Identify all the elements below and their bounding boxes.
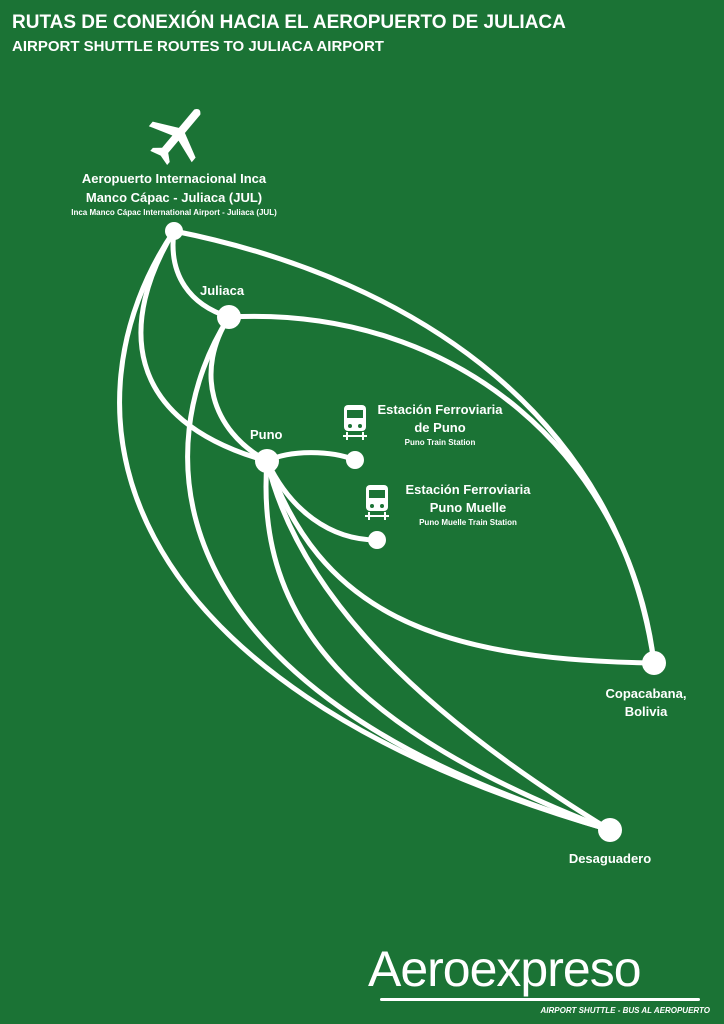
logo-wordmark: Aeroexpreso [368, 941, 641, 997]
node-puno-train [346, 451, 364, 469]
route-puno-desaguadero-2 [264, 458, 613, 833]
route-airport-puno [138, 228, 270, 464]
node-puno [255, 449, 279, 473]
route-juliaca-desaguadero [185, 314, 613, 833]
airport-name-line2: Manco Cápac - Juliaca (JUL) [85, 190, 263, 205]
juliaca-label: Juliaca [200, 283, 245, 298]
airplane-icon [148, 109, 201, 166]
route-puno-copacabana [264, 458, 657, 666]
train-icon [343, 405, 367, 440]
route-puno-muelle [264, 458, 380, 543]
node-juliaca [217, 305, 241, 329]
muelle-train-en: Puno Muelle Train Station [419, 518, 517, 527]
node-airport [165, 222, 183, 240]
node-copacabana [642, 651, 666, 675]
aeroexpreso-logo: Aeroexpreso AIRPORT SHUTTLE - BUS AL AER… [368, 940, 718, 1020]
logo-swoosh [380, 998, 700, 1001]
node-desaguadero [598, 818, 622, 842]
page-title: RUTAS DE CONEXIÓN HACIA EL AEROPUERTO DE… [12, 12, 566, 33]
copacabana-line2: Bolivia [624, 704, 668, 719]
copacabana-line1: Copacabana, [605, 686, 687, 701]
route-juliaca-copacabana [226, 313, 657, 666]
copacabana-label: Copacabana, Bolivia [596, 685, 696, 721]
puno-label: Puno [250, 427, 283, 442]
route-puno-desaguadero-1 [263, 458, 613, 833]
airport-label: Aeropuerto Internacional Inca Manco Cápa… [44, 169, 304, 219]
logo-tagline: AIRPORT SHUTTLE - BUS AL AEROPUERTO [540, 1006, 711, 1015]
muelle-train-line1: Estación Ferroviaria [405, 482, 531, 497]
puno-train-line1: Estación Ferroviaria [377, 402, 503, 417]
desaguadero-label: Desaguadero [568, 851, 652, 866]
airport-name-en: Inca Manco Cápac International Airport -… [71, 208, 277, 217]
train-icon [365, 485, 389, 520]
route-puno-train [264, 450, 358, 464]
node-muelle-train [368, 531, 386, 549]
muelle-train-label: Estación Ferroviaria Puno Muelle Puno Mu… [398, 481, 538, 529]
route-airport-desaguadero [117, 228, 613, 833]
page-subtitle: AIRPORT SHUTTLE ROUTES TO JULIACA AIRPOR… [12, 38, 384, 55]
puno-train-label: Estación Ferroviaria de Puno Puno Train … [370, 401, 510, 449]
airport-name-line1: Aeropuerto Internacional Inca [81, 171, 267, 186]
muelle-train-line2: Puno Muelle [429, 500, 507, 515]
puno-train-en: Puno Train Station [404, 438, 476, 447]
puno-train-line2: de Puno [414, 420, 466, 435]
route-airport-juliaca [170, 228, 232, 320]
